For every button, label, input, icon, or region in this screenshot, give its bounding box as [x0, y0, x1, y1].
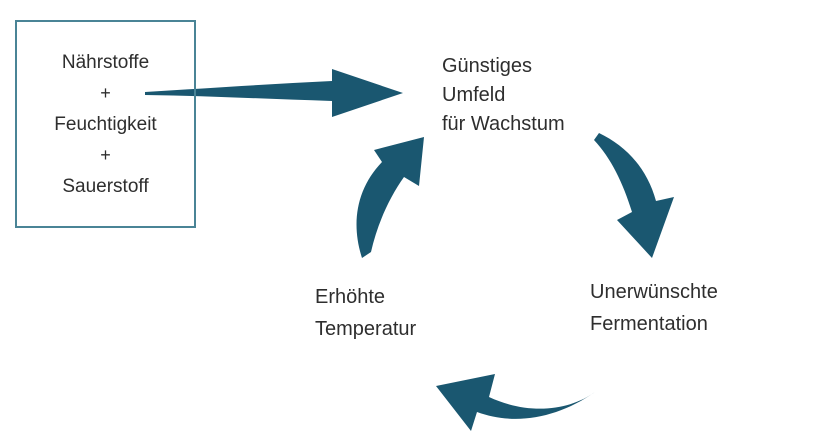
input-nutrients-label: Nährstoffe: [61, 51, 150, 73]
arrow-fermentation-to-temperature-icon: [436, 374, 595, 431]
input-moisture-label: Feuchtigkeit: [54, 113, 157, 135]
fermentation-label-line: Fermentation: [590, 313, 708, 335]
inputs-box: Nährstoffe + Feuchtigkeit + Sauerstoff: [15, 20, 196, 228]
node-temperature: Erhöhte Temperatur: [315, 281, 416, 345]
growth-label-line: Umfeld: [442, 84, 506, 106]
arrow-nutrients-to-growth-icon: [145, 69, 403, 117]
node-growth: Günstiges Umfeld für Wachstum: [442, 52, 565, 139]
plus-sign: +: [100, 144, 111, 165]
node-fermentation: Unerwünschte Fermentation: [590, 276, 718, 340]
arrow-growth-to-fermentation-icon: [594, 133, 674, 258]
arrow-temperature-to-growth-icon: [356, 137, 424, 258]
input-oxygen-label: Sauerstoff: [62, 175, 149, 197]
growth-label-line: Günstiges: [442, 55, 533, 77]
plus-sign: +: [100, 82, 111, 103]
temperature-label-line: Temperatur: [315, 318, 417, 340]
fermentation-label-line: Unerwünschte: [590, 281, 718, 303]
growth-label-line: für Wachstum: [442, 113, 565, 135]
temperature-label-line: Erhöhte: [315, 286, 386, 308]
